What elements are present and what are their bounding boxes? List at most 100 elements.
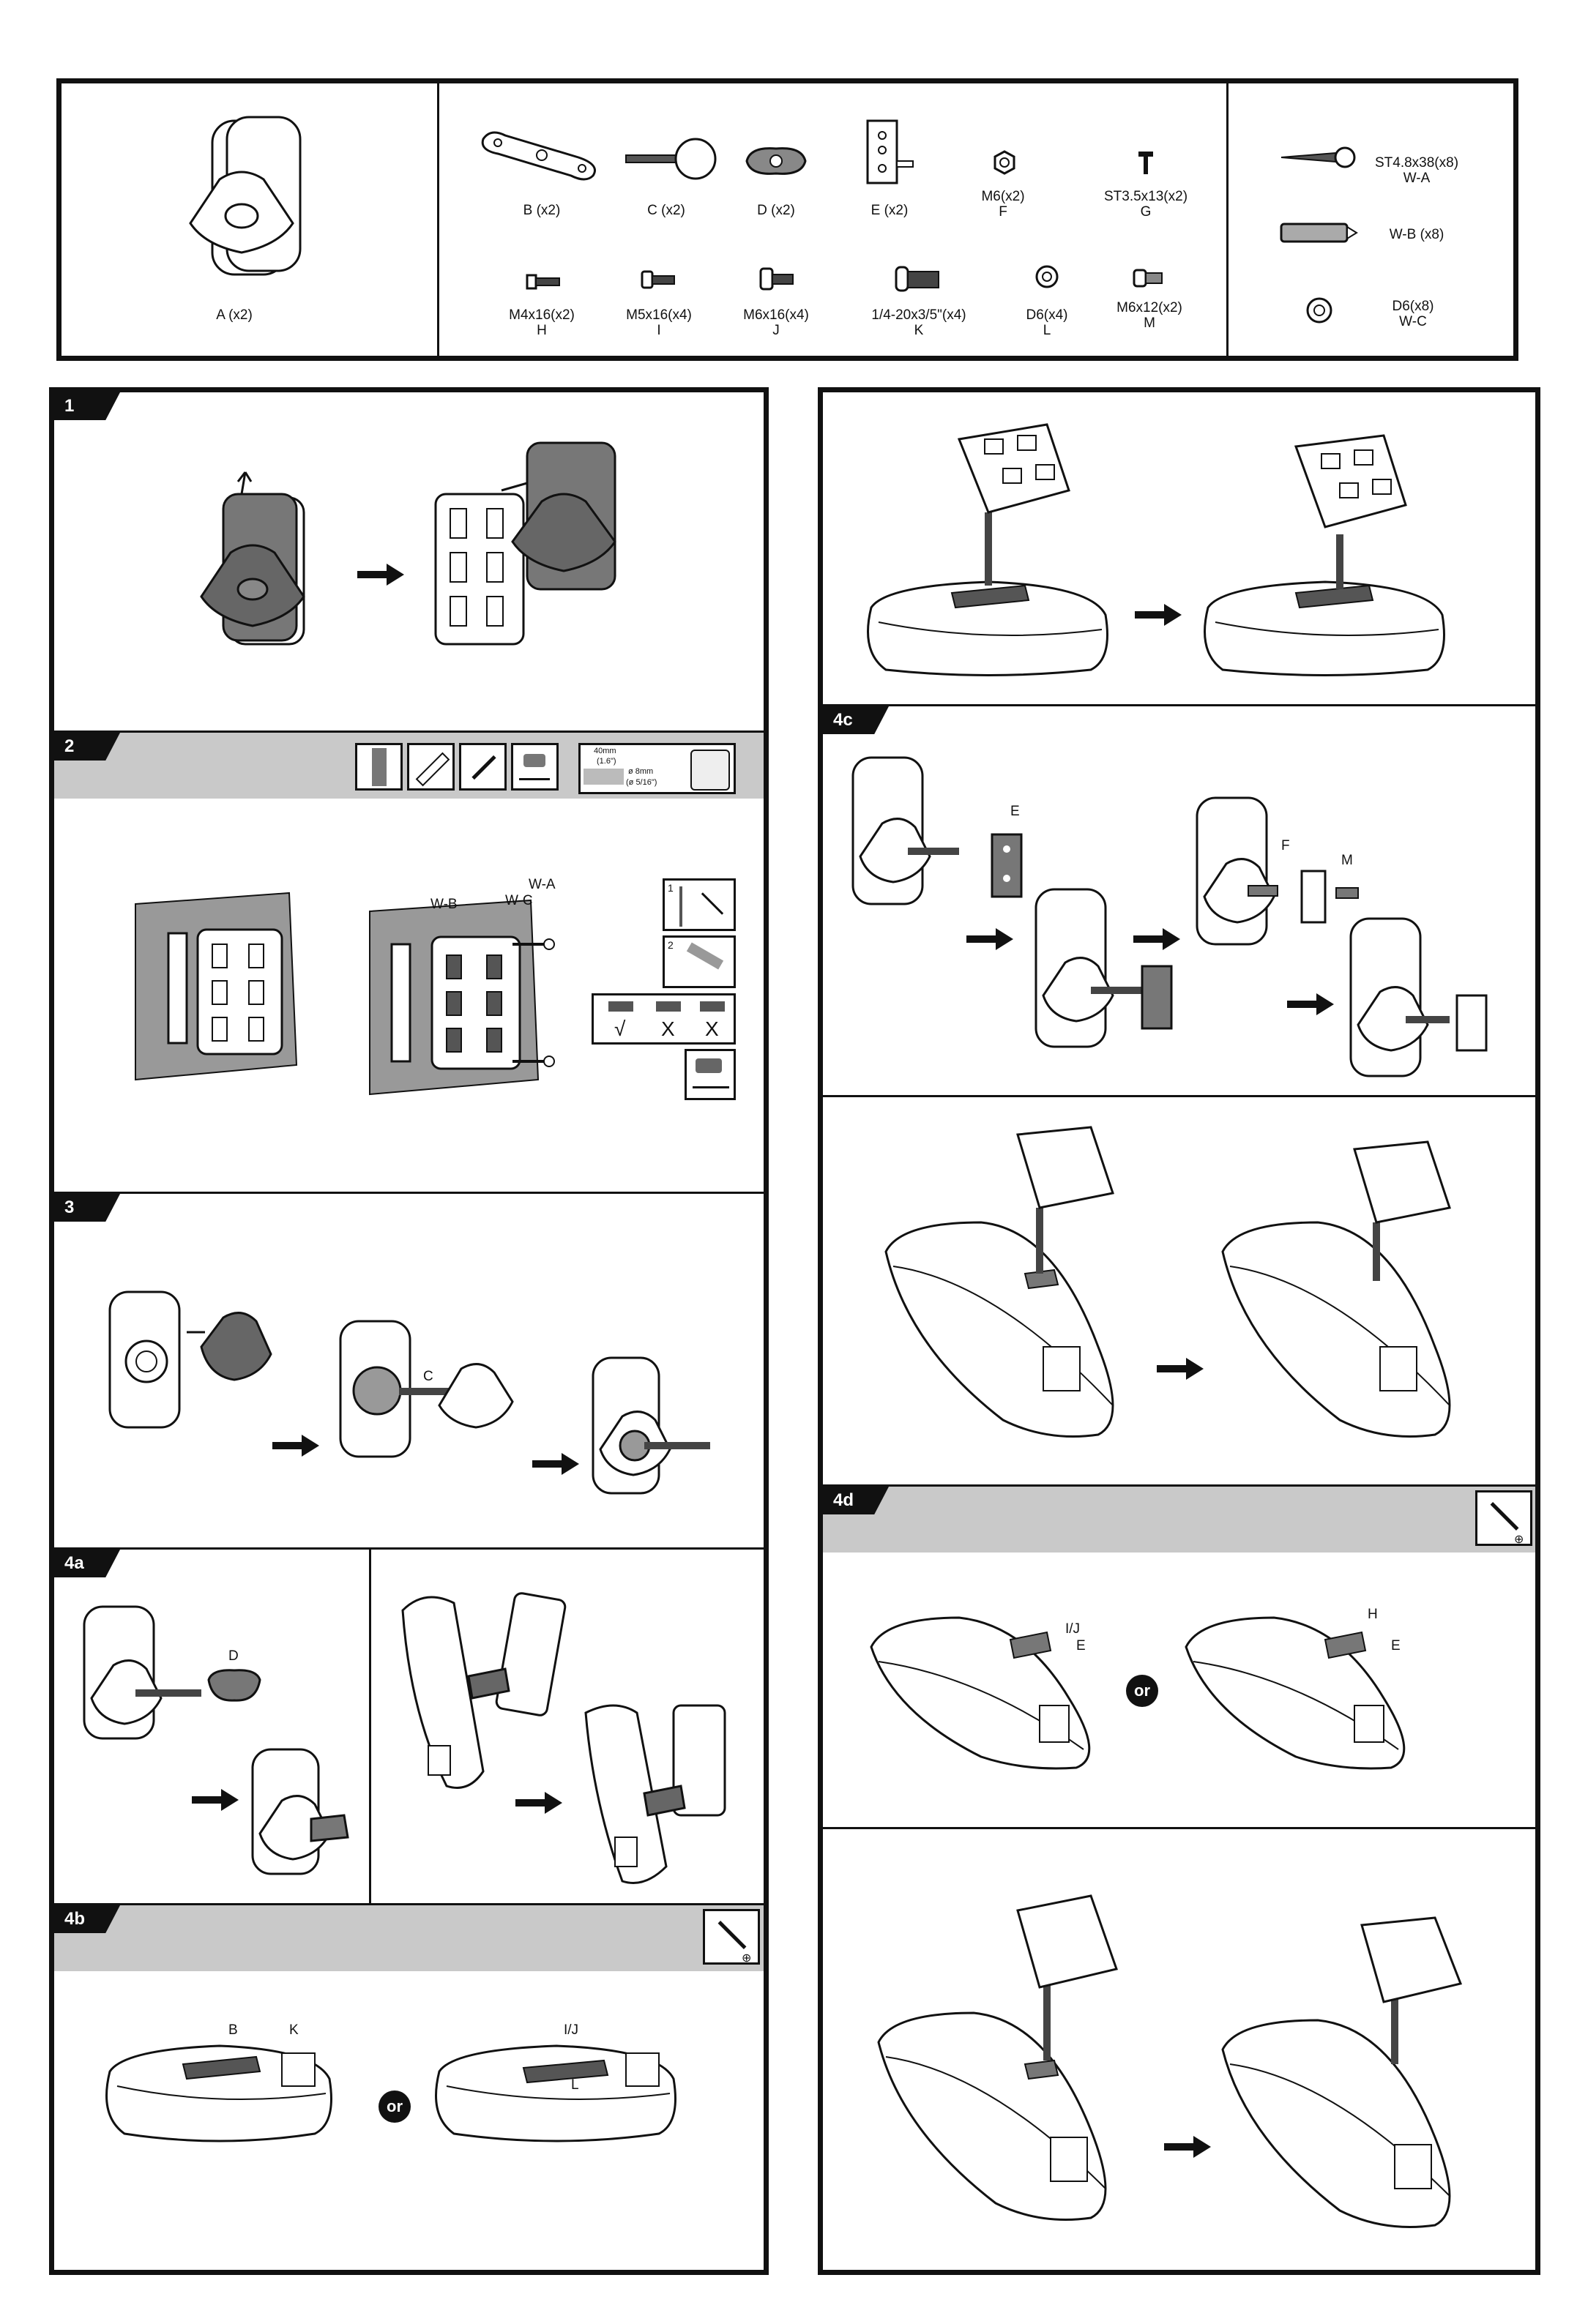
step-2-divider (54, 1192, 764, 1194)
step-4c-callout-m: M (1341, 853, 1353, 869)
part-g-illustration (1137, 150, 1155, 176)
part-l-label-bottom: L (1010, 323, 1084, 339)
part-f-label-top: M6(x2) (966, 189, 1040, 205)
step-3-arrow-2 (532, 1453, 579, 1475)
step-4c-callout-f: F (1281, 838, 1290, 854)
step-4c-bracket-e-illustration (849, 754, 1040, 915)
part-wc-illustration (1305, 296, 1333, 324)
step-2-check-panel: √ X X (592, 993, 736, 1045)
step-4a-speaker-mount-illustration (395, 1581, 747, 1888)
part-e-label: E (x2) (860, 203, 919, 219)
step-4c-arrow-3 (1287, 993, 1334, 1015)
step-4d-header-bar (823, 1487, 1535, 1553)
step-4d-callout-ij: I/J (1065, 1621, 1080, 1637)
step-4a-assembled-illustration (249, 1746, 366, 1877)
step-4c-bracket-e-attached-illustration (1032, 886, 1193, 1054)
part-k-label-top: 1/4-20x3/5"(x4) (849, 307, 988, 324)
step-4c-bracket-complete-illustration (1347, 915, 1516, 1083)
right-divider-1 (823, 704, 1535, 706)
step-1-arrow (357, 564, 404, 586)
part-l-label-top: D6(x4) (1010, 307, 1084, 324)
step-4d-mount-insert-illustration (871, 1896, 1149, 2233)
step-3-bracket-socket-illustration (106, 1288, 275, 1435)
step-4d-mount-complete-illustration (1215, 1918, 1494, 2240)
right-divider-4 (823, 1827, 1535, 1829)
step-2-wall-plate-illustration (128, 889, 304, 1087)
step-4d-callout-e-b: E (1391, 1638, 1401, 1654)
part-l-illustration (1034, 264, 1059, 289)
step-4d-callout-h: H (1368, 1607, 1378, 1623)
step-4a-callout-d: D (228, 1648, 239, 1664)
step-4d-or-badge: or (1126, 1675, 1158, 1707)
part-c-label: C (x2) (637, 203, 696, 219)
parts-divider-2 (1226, 82, 1229, 357)
step-3-divider (54, 1547, 764, 1550)
step-4b-mount-complete-illustration (1193, 432, 1464, 681)
step-4a-arrow-right (515, 1792, 562, 1814)
part-g-label-bottom: G (1098, 204, 1193, 220)
step-1-separated-illustration (432, 439, 622, 651)
part-g-label-top: ST3.5x13(x2) (1098, 189, 1193, 205)
part-wa-label-top: ST4.8x38(x8) (1362, 155, 1472, 171)
part-b-illustration (476, 124, 608, 183)
part-wc-label-bottom: W-C (1376, 314, 1450, 330)
part-a-illustration (168, 113, 315, 289)
step-3-assembled-illustration (589, 1354, 714, 1501)
step-4d-arrow (1164, 2136, 1211, 2158)
check-ok-mark: √ (614, 1017, 625, 1041)
step-2-callout-wa: W-A (529, 877, 556, 893)
sub-panel-2-number: 2 (668, 939, 674, 951)
part-wb-label: W-B (x8) (1369, 227, 1464, 243)
step-4c-oval-base-complete-illustration (1215, 1142, 1479, 1442)
step-4d-callout-e-a: E (1076, 1638, 1086, 1654)
check-no-mark-2: X (705, 1017, 719, 1041)
drill-depth-in-label: (1.6") (597, 757, 616, 766)
step-4c-oval-arrow (1157, 1358, 1204, 1380)
step-4c-oval-base-insert-illustration (879, 1127, 1142, 1442)
part-h-illustration (526, 273, 562, 291)
part-a-label: A (x2) (198, 307, 271, 324)
drill-bit-label: ø 8mm (628, 767, 653, 776)
step-4b-callout-b: B (228, 2022, 238, 2039)
step-2-tool-pencil-icon (459, 743, 507, 791)
step-2-tool-drill-icon (511, 743, 559, 791)
step-4b-base-ijl-illustration (425, 2028, 688, 2152)
step-4b-mount-insert-illustration (857, 410, 1120, 681)
check-no-mark-1: X (661, 1017, 675, 1041)
step-2-tool-level-icon (407, 743, 455, 791)
step-4c-arrow-2 (1133, 928, 1180, 950)
step-4a-arrow (192, 1789, 239, 1811)
step-2-wall-screws-illustration (362, 897, 567, 1109)
part-m-label-bottom: M (1106, 315, 1193, 332)
step-4d-screwdriver-icon: ⊕ (1475, 1490, 1532, 1546)
part-m-label-top: M6x12(x2) (1106, 300, 1193, 316)
right-divider-2 (823, 1095, 1535, 1097)
part-c-illustration (622, 132, 717, 183)
part-f-illustration (992, 150, 1017, 175)
drill-depth-label: 40mm (594, 747, 616, 755)
part-i-label-top: M5x16(x4) (615, 307, 703, 324)
part-d-illustration (743, 143, 809, 179)
step-4c-arrow-1 (966, 928, 1013, 950)
step-2-sub-panel-1: 1 (663, 878, 736, 931)
part-i-label-bottom: I (615, 323, 703, 339)
step-4b-screwdriver-icon: ⊕ (703, 1909, 760, 1965)
part-d-label: D (x2) (747, 203, 805, 219)
step-4a-divider-vertical (369, 1550, 371, 1903)
step-4b-callout-ij: I/J (564, 2022, 578, 2039)
step-3-callout-c: C (423, 1369, 433, 1385)
part-wc-label-top: D6(x8) (1376, 299, 1450, 315)
drill-bit-in-label: (ø 5/16") (626, 778, 657, 787)
part-k-label-bottom: K (849, 323, 988, 339)
parts-divider-1 (437, 82, 439, 357)
step-3-bolt-illustration (337, 1318, 520, 1464)
part-j-label-bottom: J (732, 323, 820, 339)
part-wa-illustration (1278, 143, 1358, 172)
step-4b-or-badge: or (379, 2091, 411, 2123)
part-e-illustration (864, 117, 915, 190)
step-2-screwdriver-panel (685, 1049, 736, 1100)
part-h-label-top: M4x16(x2) (498, 307, 586, 324)
part-j-label-top: M6x16(x4) (732, 307, 820, 324)
step-2-tool-wall-icon (355, 743, 403, 791)
step-2-drill-spec-panel: 40mm (1.6") ø 8mm (ø 5/16") (578, 743, 736, 794)
